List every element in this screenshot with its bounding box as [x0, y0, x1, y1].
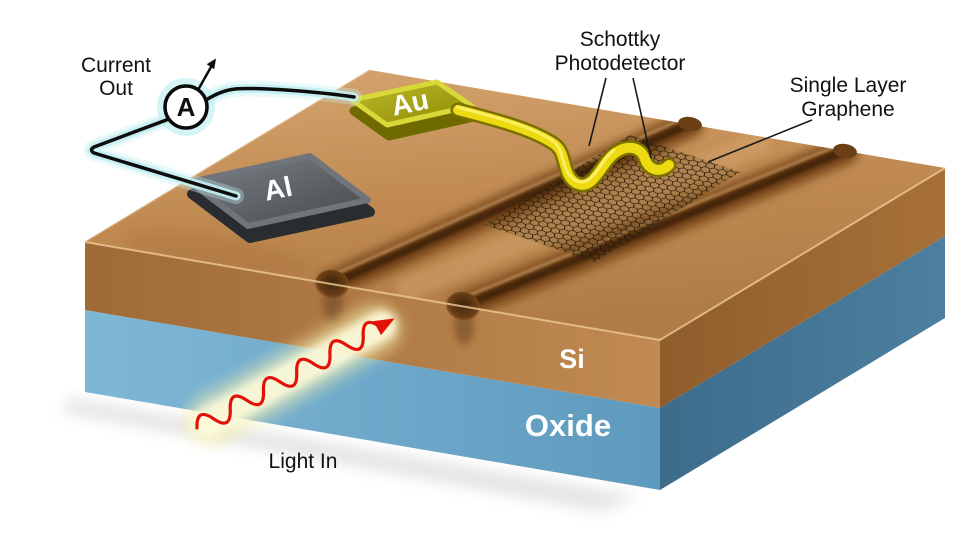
- top-face-shading: [126, 230, 314, 280]
- light-arrowhead-icon: [373, 318, 395, 336]
- ammeter-needle-arrowhead-icon: [206, 58, 216, 70]
- light-wave: [195, 320, 382, 430]
- schottky-leader-line-left: [588, 77, 607, 147]
- si-right-face: [660, 168, 945, 408]
- wire-ammeter-to-al: [89, 117, 238, 198]
- top-front-edge-highlight: [84, 167, 946, 342]
- al-pad-label: Al: [261, 171, 295, 207]
- groove-right-back-notch: [833, 143, 857, 159]
- au-trace-body: [453, 105, 674, 190]
- al-contact-pad: Al: [187, 153, 375, 243]
- groove-left-back-notch: [678, 116, 702, 132]
- annotations: Current Out Schottky Photodetector Singl…: [81, 28, 906, 473]
- ammeter-label: A: [177, 92, 196, 122]
- current-out-label-line2: Out: [99, 77, 133, 100]
- top-left-edge-highlight: [84, 69, 371, 243]
- oxide-front-face: [85, 310, 660, 490]
- ammeter-dial: [163, 84, 209, 130]
- groove-rim-shadow: [465, 156, 849, 315]
- current-out-label-line1: Current: [81, 54, 151, 77]
- ammeter-needle: [196, 66, 213, 91]
- waveguide-groove-right: [448, 136, 860, 321]
- front-face-streak-right: [454, 305, 474, 345]
- graphene-label-line1: Single Layer: [790, 74, 907, 97]
- oxide-right-face: [660, 236, 945, 490]
- al-pad-top: [187, 153, 371, 229]
- schottky-label-line1: Schottky: [580, 28, 661, 51]
- front-face-streak-left: [323, 282, 343, 322]
- wire-au-to-ammeter: [204, 86, 356, 102]
- au-trace-highlight: [455, 105, 616, 184]
- graphene-leader-line: [707, 119, 813, 163]
- schottky-leader-line-right: [632, 77, 652, 159]
- au-pad-label: Au: [389, 84, 432, 122]
- schottky-label-line2: Photodetector: [555, 52, 686, 75]
- groove-core: [460, 148, 848, 309]
- graphene-label-line2: Graphene: [801, 98, 894, 121]
- oxide-layer-label: Oxide: [525, 408, 611, 443]
- light-in-label: Light In: [269, 450, 338, 473]
- circuit: A: [83, 58, 362, 204]
- au-trace: [450, 102, 677, 193]
- ammeter: A: [163, 58, 216, 130]
- light-beam: [184, 303, 402, 447]
- si-layer-label: Si: [559, 344, 585, 374]
